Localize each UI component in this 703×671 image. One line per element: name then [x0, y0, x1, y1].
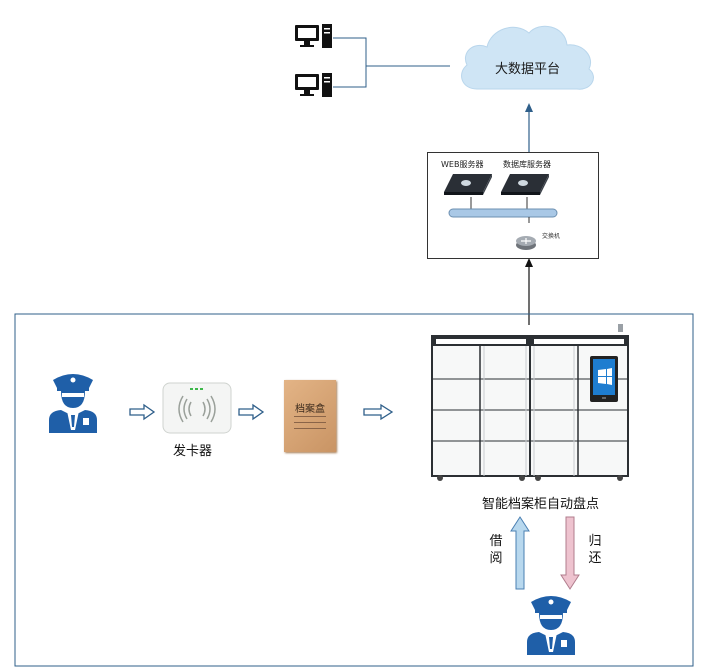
db-server-label: 数据库服务器	[503, 160, 551, 169]
flow-arrow-icon	[363, 403, 394, 421]
police-officer-icon	[49, 374, 97, 433]
return-label: 归还	[588, 534, 602, 566]
cabinet-to-server-arrowhead	[525, 258, 533, 267]
return-arrow-icon	[560, 516, 580, 590]
cloud-label: 大数据平台	[494, 62, 560, 77]
computer-icon	[295, 24, 332, 48]
site-frame	[14, 313, 694, 667]
borrow-arrow-icon	[510, 516, 530, 590]
flow-arrow-icon	[129, 403, 156, 421]
server-to-cloud-arrowhead	[525, 103, 533, 112]
file-box-label: 档案盒	[295, 404, 325, 415]
flow-arrow-icon	[238, 403, 265, 421]
computers-connector	[333, 37, 450, 88]
server-box	[427, 152, 599, 259]
switch-icon	[516, 236, 536, 250]
cabinet-label: 智能档案柜自动盘点	[482, 497, 600, 512]
police-officer-icon	[527, 596, 575, 655]
card-reader-label: 发卡器	[173, 444, 213, 459]
switch-label: 交换机	[542, 233, 561, 240]
server-icon	[501, 174, 549, 195]
server-icon	[444, 174, 492, 195]
cloud-icon	[461, 25, 594, 90]
web-server-label: WEB服务器	[441, 160, 484, 169]
computer-icon	[295, 73, 332, 97]
network-bus	[448, 197, 558, 223]
card-reader-icon	[162, 382, 232, 434]
file-box: 档案盒	[284, 380, 336, 452]
smart-cabinet-icon	[431, 324, 629, 481]
borrow-label: 借阅	[489, 534, 503, 566]
